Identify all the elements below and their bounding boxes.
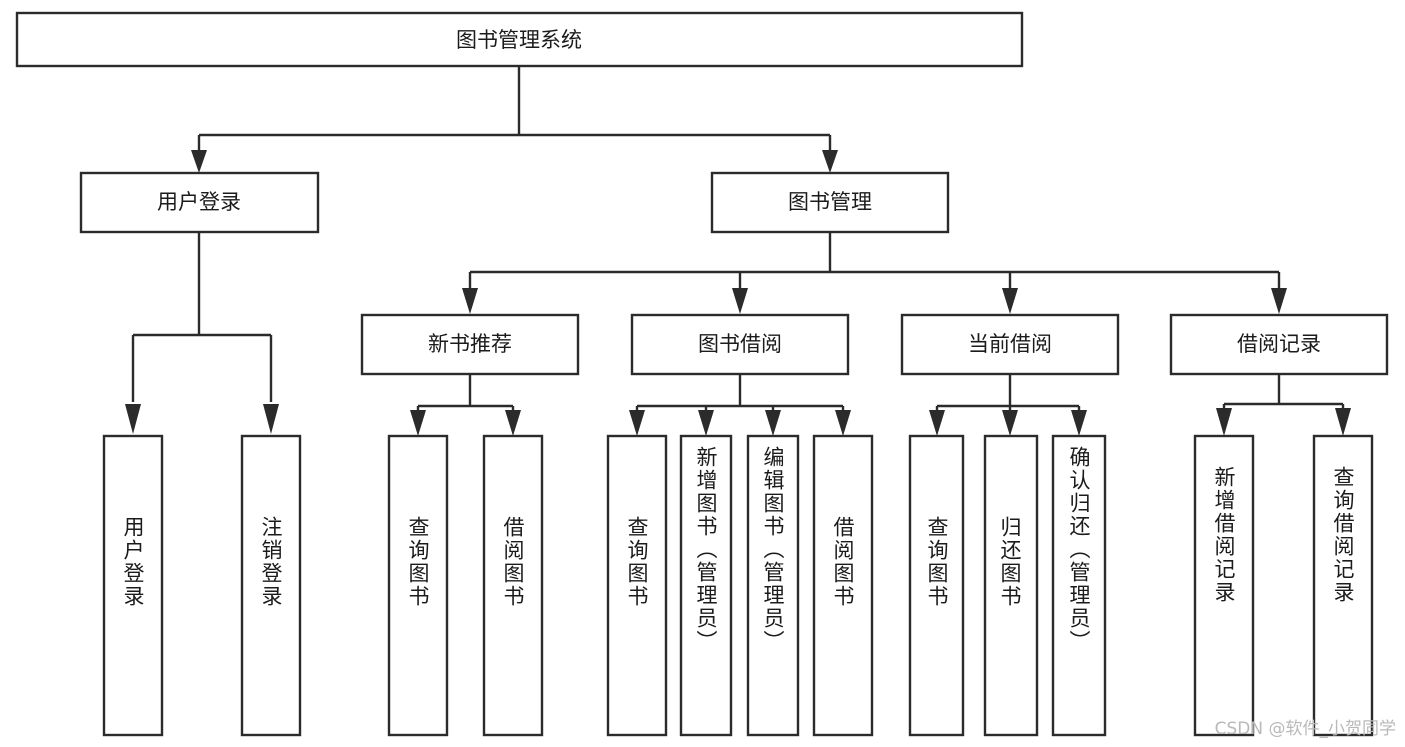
node-leaf-query-book-2[interactable]: 查询图书 xyxy=(606,434,668,737)
node-leaf-query-record-label: 查询借阅记录 xyxy=(1331,466,1355,604)
arrow-head-user-login xyxy=(191,150,207,173)
node-leaf-user-login-label: 用户登录 xyxy=(121,516,145,608)
node-current-borrow-box[interactable] xyxy=(900,313,1120,376)
node-leaf-borrow-book-2-label: 借阅图书 xyxy=(831,516,855,608)
node-leaf-user-login-box[interactable] xyxy=(102,434,164,737)
node-book-management-label: 图书管理 xyxy=(788,190,872,214)
node-book-borrow-label: 图书借阅 xyxy=(698,332,782,356)
node-leaf-add-record[interactable]: 新增借阅记录 xyxy=(1193,434,1255,737)
node-borrow-record-box[interactable] xyxy=(1169,313,1389,376)
node-leaf-query-record-box[interactable] xyxy=(1312,434,1374,737)
node-book-management-box[interactable] xyxy=(710,171,950,234)
node-leaf-borrow-book-1-box[interactable] xyxy=(482,434,544,737)
node-leaf-return-book[interactable]: 归还图书 xyxy=(983,434,1039,737)
node-book-borrow[interactable]: 图书借阅 xyxy=(630,313,850,376)
node-new-book-recommend-box[interactable] xyxy=(360,313,580,376)
arrow-head-leaf-edit-book xyxy=(765,410,781,436)
node-leaf-add-book-box[interactable] xyxy=(679,434,733,737)
node-leaf-query-book-1-label: 查询图书 xyxy=(406,516,430,608)
arrow-head-leaf-query-book-3 xyxy=(929,410,945,436)
node-leaf-query-book-1[interactable]: 查询图书 xyxy=(387,434,449,737)
node-user-login-box[interactable] xyxy=(79,171,320,234)
arrow-head-book-management xyxy=(822,150,838,173)
node-user-login[interactable]: 用户登录 xyxy=(79,171,320,234)
node-leaf-add-book[interactable]: 新增图书（管理员） xyxy=(679,434,733,737)
arrow-head-leaf-borrow-book-2 xyxy=(835,410,851,436)
node-leaf-edit-book[interactable]: 编辑图书（管理员） xyxy=(746,434,800,737)
node-leaf-logout-box[interactable] xyxy=(240,434,302,737)
node-leaf-borrow-book-1-label: 借阅图书 xyxy=(501,516,525,608)
node-leaf-confirm-return-label: 确认归还（管理员） xyxy=(1067,446,1091,653)
node-leaf-borrow-book-2-box[interactable] xyxy=(812,434,874,737)
arrow-head-current-borrow xyxy=(1002,288,1018,314)
arrow-head-new-book-recommend xyxy=(462,288,478,314)
node-leaf-borrow-book-1[interactable]: 借阅图书 xyxy=(482,434,544,737)
arrow-head-leaf-query-book-2 xyxy=(629,410,645,436)
node-leaf-logout[interactable]: 注销登录 xyxy=(240,434,302,737)
node-leaf-user-login[interactable]: 用户登录 xyxy=(102,434,164,737)
node-leaf-return-book-box[interactable] xyxy=(983,434,1039,737)
node-leaf-add-book-label: 新增图书（管理员） xyxy=(694,446,718,653)
arrow-head-leaf-add-record xyxy=(1216,408,1232,436)
node-leaf-add-record-box[interactable] xyxy=(1193,434,1255,737)
arrow-head-borrow-record xyxy=(1271,288,1287,314)
node-new-book-recommend[interactable]: 新书推荐 xyxy=(360,313,580,376)
node-borrow-record-label: 借阅记录 xyxy=(1237,332,1321,356)
arrow-head-leaf-query-book-1 xyxy=(410,410,426,436)
node-book-borrow-box[interactable] xyxy=(630,313,850,376)
node-leaf-edit-book-label: 编辑图书（管理员） xyxy=(761,446,785,653)
node-leaf-return-book-label: 归还图书 xyxy=(998,516,1022,608)
node-leaf-query-record[interactable]: 查询借阅记录 xyxy=(1312,434,1374,737)
node-root-label: 图书管理系统 xyxy=(456,28,582,52)
node-leaf-add-record-label: 新增借阅记录 xyxy=(1212,466,1236,604)
node-book-management[interactable]: 图书管理 xyxy=(710,171,950,234)
node-leaf-logout-label: 注销登录 xyxy=(259,516,283,608)
node-new-book-recommend-label: 新书推荐 xyxy=(428,332,512,356)
node-user-login-label: 用户登录 xyxy=(157,190,241,214)
connector-layer xyxy=(125,66,1351,436)
arrow-head-leaf-query-record xyxy=(1335,408,1351,436)
node-leaf-confirm-return-box[interactable] xyxy=(1051,434,1107,737)
arrow-head-leaf-add-book xyxy=(698,410,714,436)
arrow-head-leaf-confirm-return xyxy=(1071,410,1087,436)
arrow-head-leaf-logout xyxy=(263,404,279,434)
node-leaf-query-book-3[interactable]: 查询图书 xyxy=(908,434,965,737)
node-leaf-query-book-2-label: 查询图书 xyxy=(625,516,649,608)
node-current-borrow-label: 当前借阅 xyxy=(968,332,1052,356)
node-borrow-record[interactable]: 借阅记录 xyxy=(1169,313,1389,376)
node-leaf-borrow-book-2[interactable]: 借阅图书 xyxy=(812,434,874,737)
node-leaf-query-book-1-box[interactable] xyxy=(387,434,449,737)
node-leaf-query-book-3-label: 查询图书 xyxy=(925,516,949,608)
arrow-head-leaf-user-login xyxy=(125,404,141,434)
node-leaf-confirm-return[interactable]: 确认归还（管理员） xyxy=(1051,434,1107,737)
arrow-head-book-borrow xyxy=(732,288,748,314)
node-leaf-query-book-2-box[interactable] xyxy=(606,434,668,737)
arrow-head-leaf-borrow-book-1 xyxy=(505,410,521,436)
node-leaf-edit-book-box[interactable] xyxy=(746,434,800,737)
node-current-borrow[interactable]: 当前借阅 xyxy=(900,313,1120,376)
node-leaf-query-book-3-box[interactable] xyxy=(908,434,965,737)
arrow-head-leaf-return-book xyxy=(1002,410,1018,436)
node-root-box[interactable] xyxy=(15,11,1024,68)
csdn-watermark: CSDN @软件_小贺同学 xyxy=(1215,719,1396,739)
node-root[interactable]: 图书管理系统 xyxy=(15,11,1024,68)
